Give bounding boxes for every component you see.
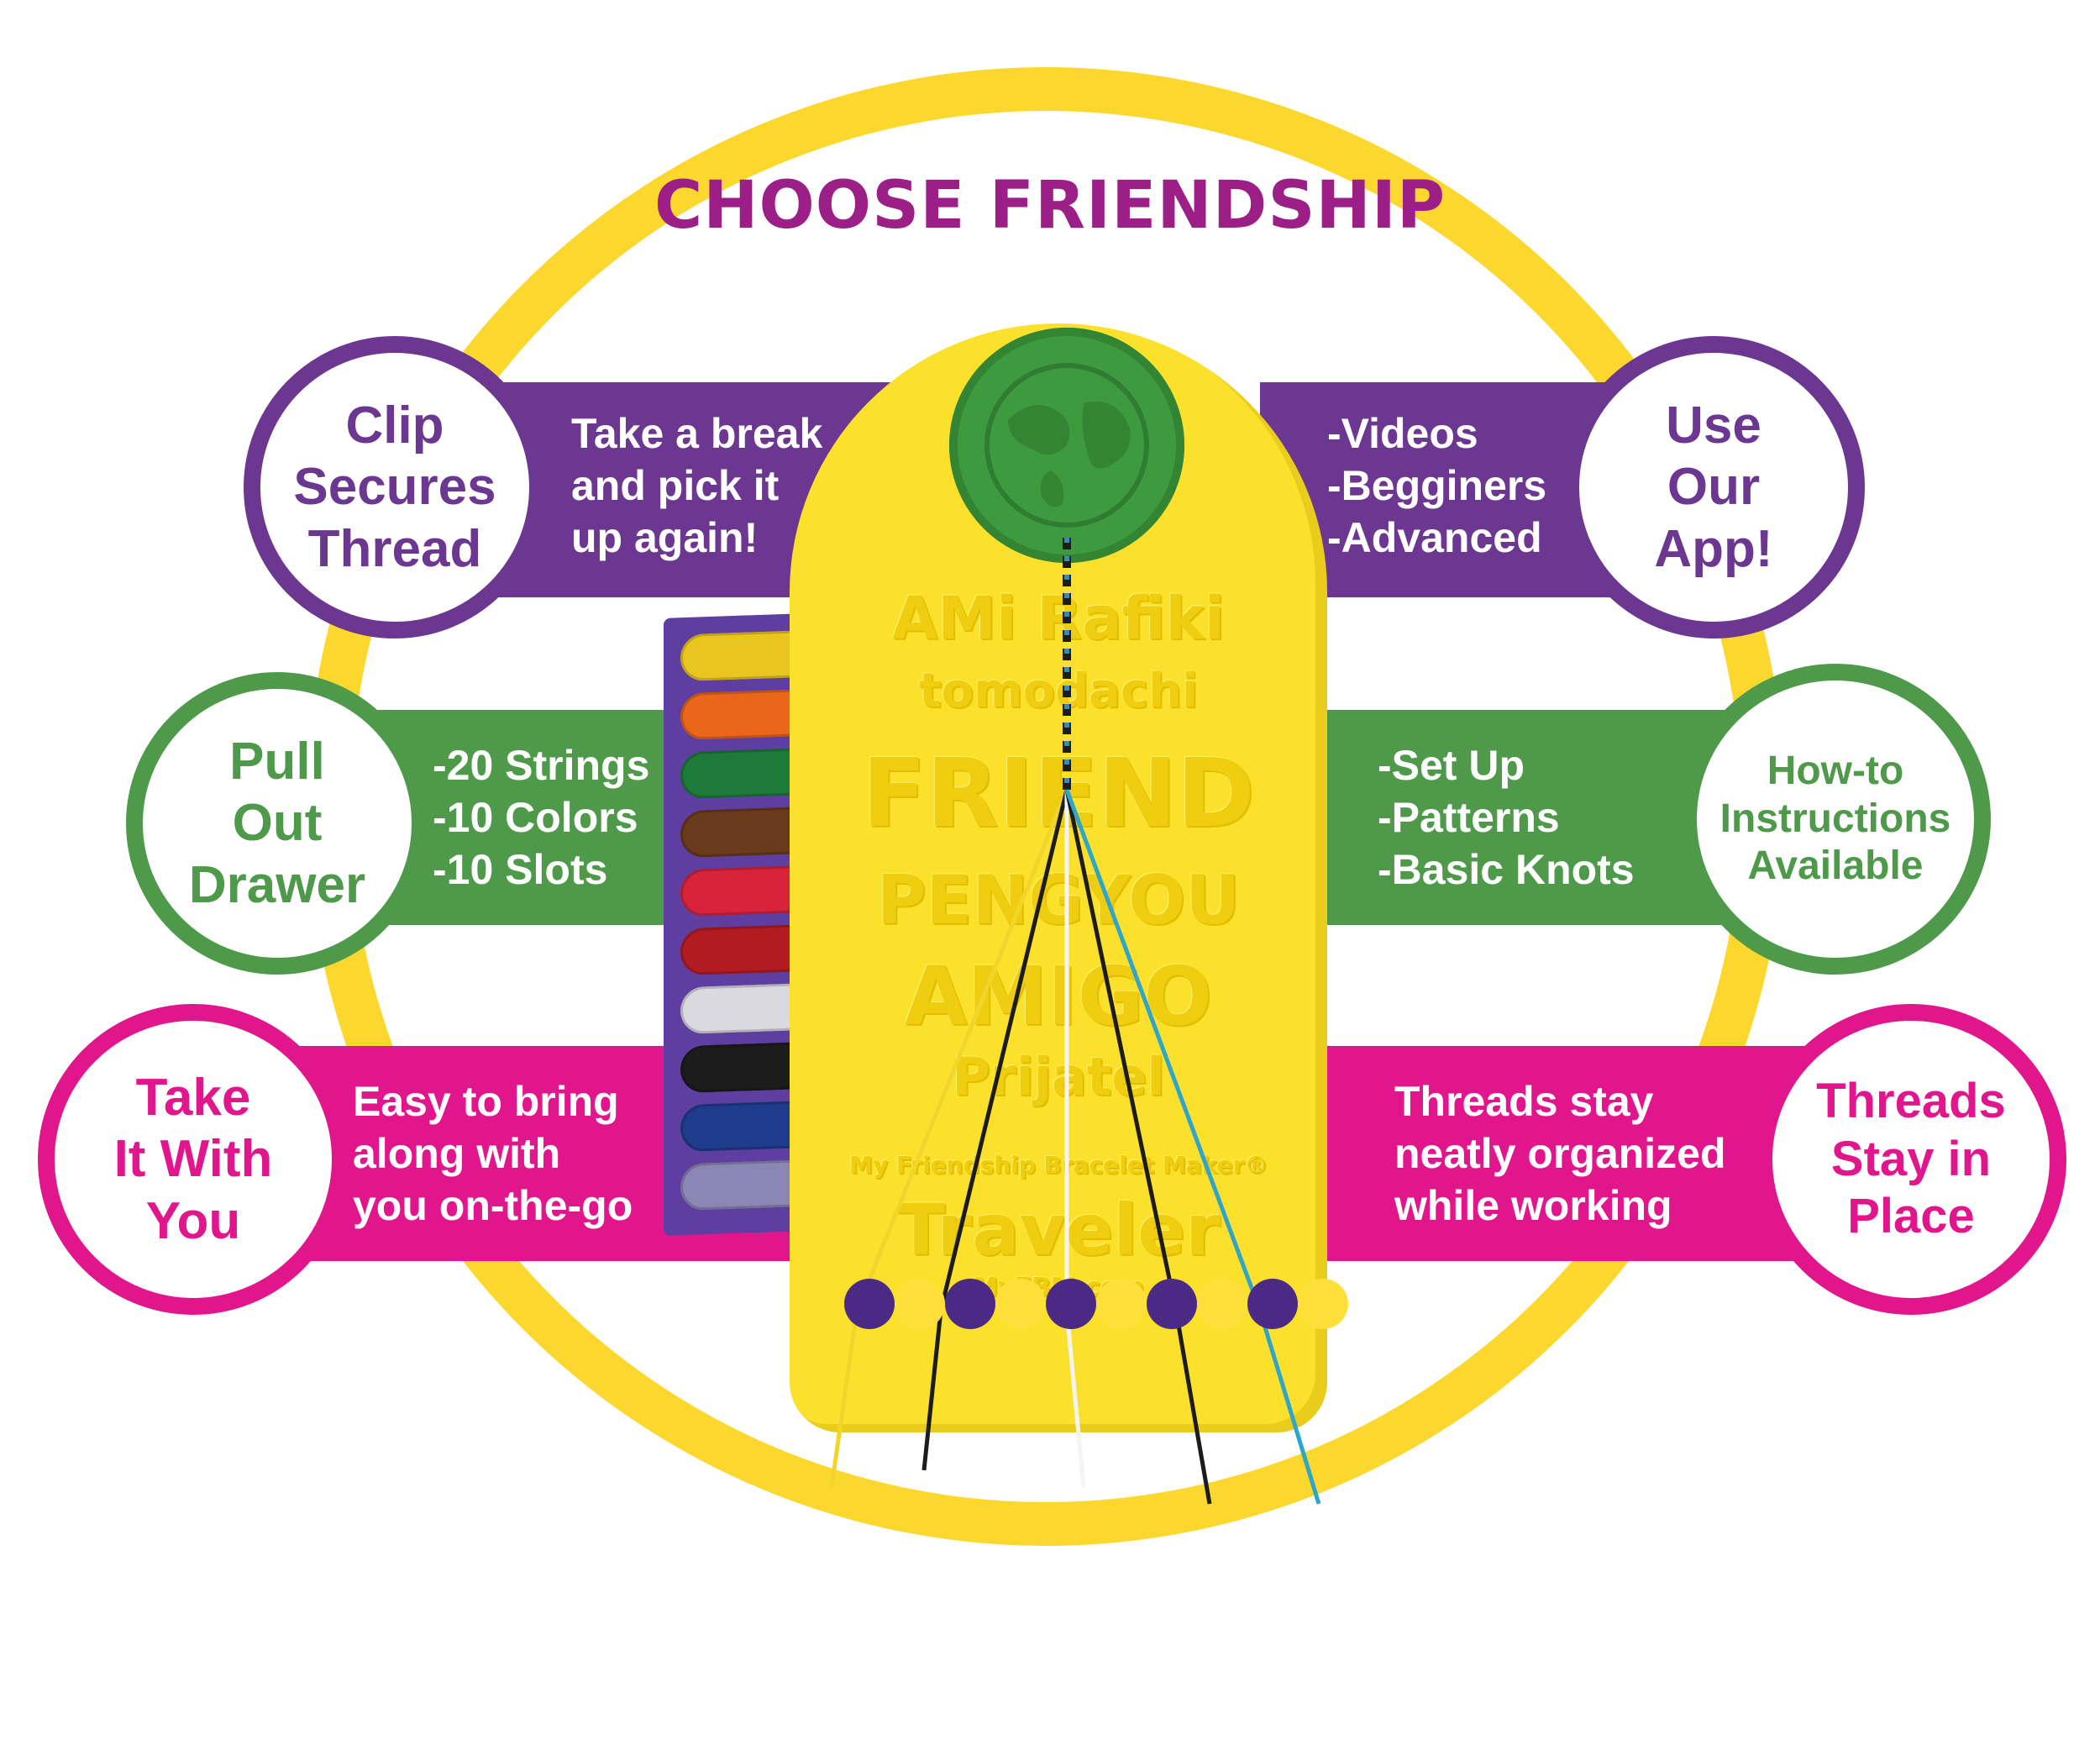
travel-description: Easy to bring along with you on-the-go [353,1078,633,1229]
thread-peg [844,1279,895,1329]
embossed-text: tomodachi [918,664,1199,718]
thread-peg [1247,1279,1298,1329]
band-threads [1260,1046,1814,1261]
thread-peg [995,1279,1046,1329]
feature-title-threads: Threads Stay in Place [1816,1074,2006,1244]
app-description: -Videos -Begginers -Advanced [1327,410,1547,561]
feature-title-clip: Clip Secures Thread [293,397,496,578]
globe-clip-icon[interactable] [949,328,1184,563]
thread-peg [1147,1279,1197,1329]
feature-title-instructions: How-to Instructions Available [1719,749,1951,889]
thread-peg [1298,1279,1348,1329]
instructions-description: -Set Up -Patterns -Basic Knots [1378,742,1635,893]
feature-title-travel: Take It With You [113,1069,273,1250]
bracelet-maker-board: AMi Rafiki tomodachi FRIEND PENGYOU AMIG… [790,323,1327,1432]
globe-icon [984,363,1149,528]
drawer-description: -20 Strings -10 Colors -10 Slots [433,742,650,893]
thread-peg [1046,1279,1096,1329]
brand-title: CHOOSE FRIENDSHIP [654,168,1446,244]
clip-description: Take a break and pick it up again! [571,410,823,561]
thread-peg [895,1279,945,1329]
feature-title-drawer: Pull Out Drawer [188,733,366,914]
embossed-text: AMi Rafiki [892,584,1225,653]
thread-peg [945,1279,995,1329]
embossed-text: PENGYOU [876,861,1241,939]
thread-peg [1197,1279,1247,1329]
threads-description: Threads stay neatly organized while work… [1394,1078,1726,1229]
embossed-text: AMIGO [905,949,1212,1043]
thread-peg [1096,1279,1147,1329]
feature-title-app: Use Our App! [1654,397,1773,578]
